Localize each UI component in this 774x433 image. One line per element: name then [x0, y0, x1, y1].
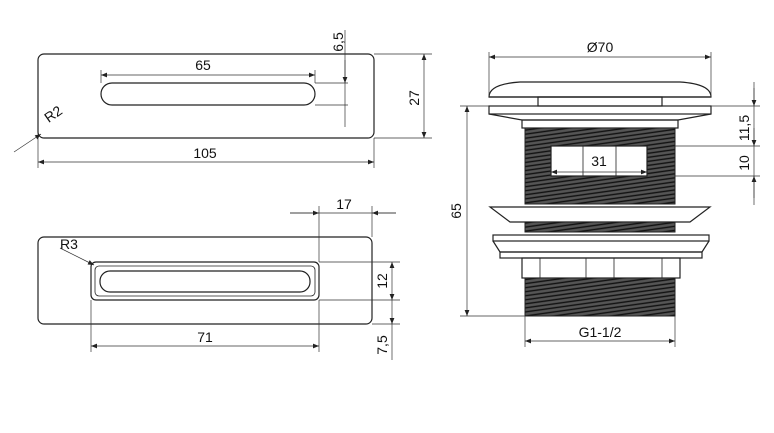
dim-window-height: 10	[736, 155, 752, 171]
lock-nut	[488, 206, 712, 223]
hex-nut	[521, 257, 681, 279]
leader-r2	[13, 133, 42, 153]
dim-plate-height: 27	[406, 90, 422, 106]
bottom-view: 17 12 7,5 71 R3	[37, 196, 400, 360]
lower-washer	[492, 234, 710, 242]
dim-slot-length: 65	[195, 57, 211, 73]
dim-slot-length-71: 71	[197, 329, 213, 345]
cap-neck	[537, 96, 663, 107]
bottom-slot-outer	[90, 261, 320, 301]
dim-margin: 7,5	[374, 335, 390, 355]
dim-window-width: 31	[591, 153, 607, 169]
dim-corner-radius-r2: R2	[41, 102, 65, 125]
upper-flange	[488, 105, 712, 115]
top-plate-outline	[37, 53, 375, 139]
dim-thread: G1-1/2	[579, 324, 622, 340]
cap-dome	[488, 81, 712, 98]
dim-slot-offset: 6,5	[330, 32, 346, 52]
dim-upper-offset: 11,5	[736, 115, 752, 141]
top-view: 65 6,5 27 105 R2	[13, 30, 432, 168]
dim-total-height: 65	[448, 203, 464, 219]
bottom-slot-inner	[99, 270, 311, 293]
side-view: Ø70 65 11,5 10 31 G1-1/2	[448, 39, 760, 347]
top-slot	[100, 82, 316, 106]
dim-corner-radius-r3: R3	[60, 236, 78, 252]
thread-lower	[524, 277, 676, 317]
dim-cap-diameter: Ø70	[587, 39, 614, 55]
bottom-slot-rim	[94, 265, 316, 297]
dim-slot-height: 12	[374, 273, 390, 289]
bottom-plate-outline	[37, 236, 373, 325]
dim-slot-offset-right: 17	[336, 196, 352, 212]
dim-plate-length: 105	[193, 145, 217, 161]
leader-r3	[59, 247, 95, 266]
